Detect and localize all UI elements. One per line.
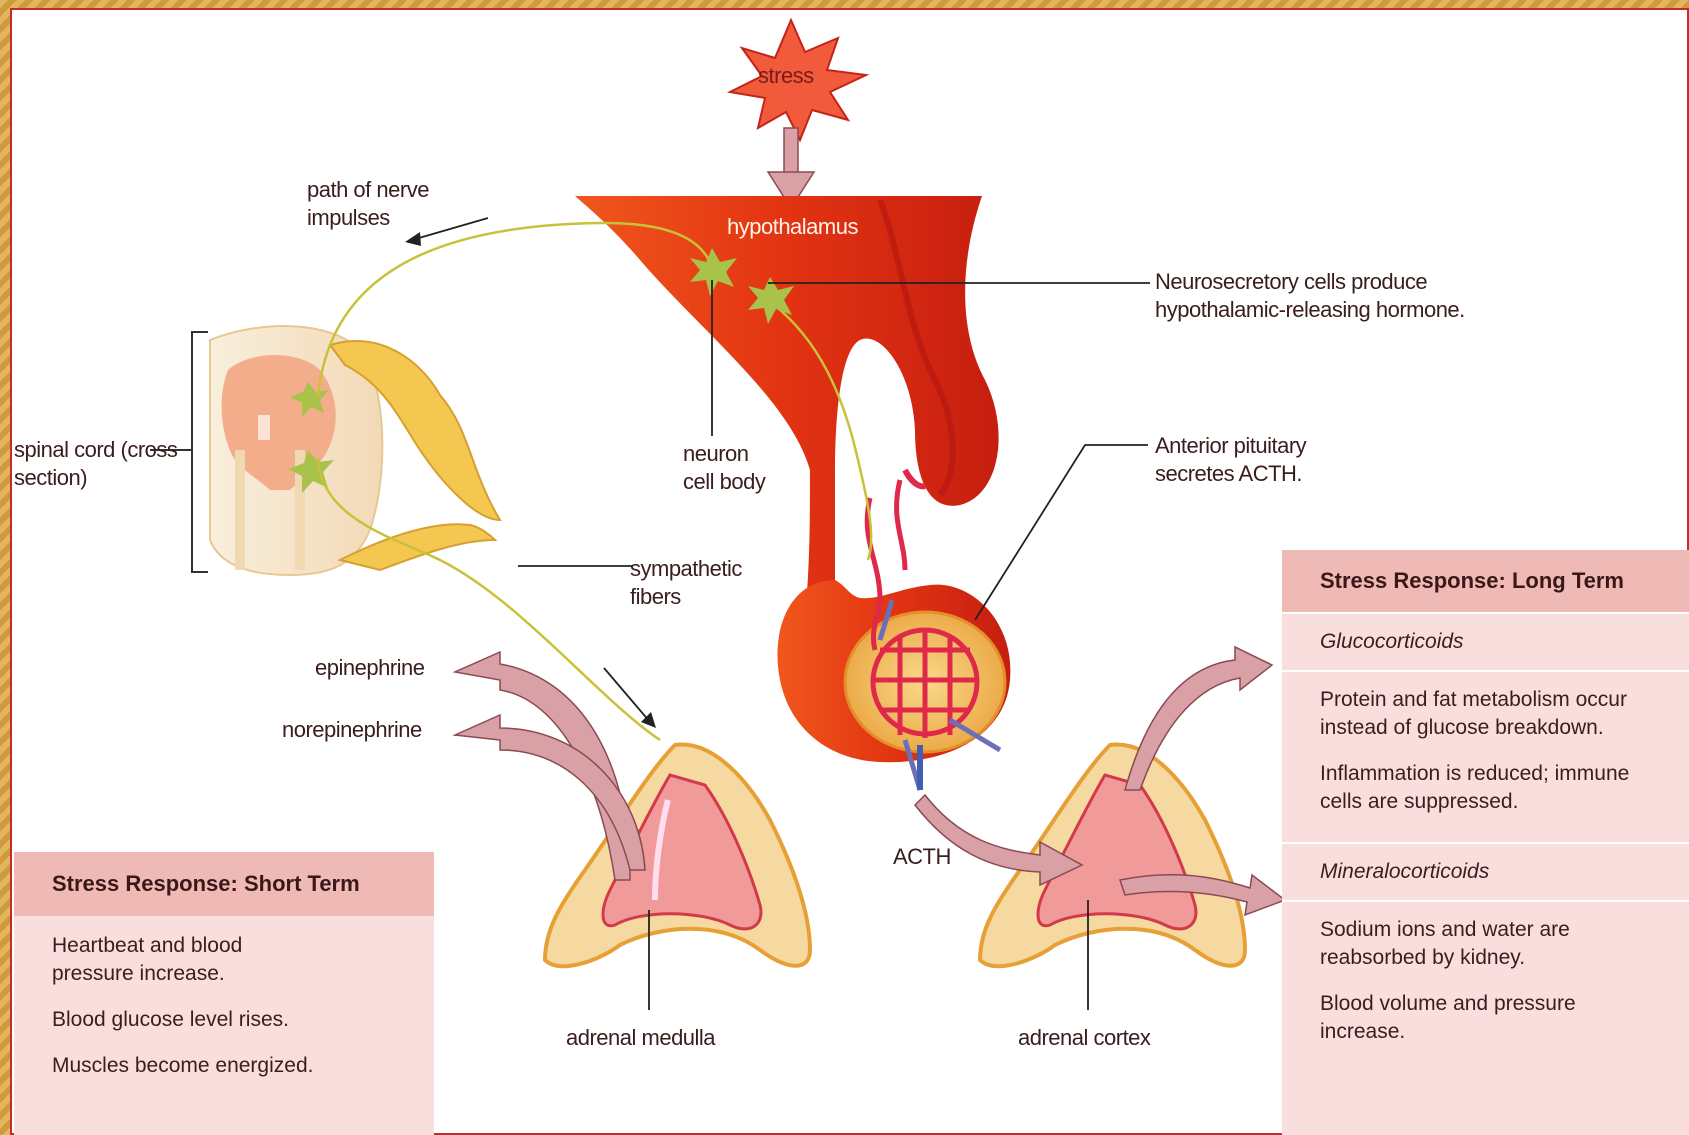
sympathetic-fibers-label: sympathetic fibers (630, 555, 770, 611)
gluco-item: Inflammation is reduced; immune cells ar… (1320, 760, 1660, 816)
path-nerve-label: path of nerve impulses (307, 176, 457, 232)
epinephrine-label: epinephrine (315, 654, 424, 682)
mineral-item: Blood volume and pressure increase. (1320, 990, 1640, 1046)
stress-label: stress (758, 62, 814, 90)
neurosecretory-label: Neurosecretory cells produce hypothalami… (1155, 268, 1475, 324)
glucocorticoids-heading: Glucocorticoids (1282, 612, 1689, 670)
norepinephrine-label: norepinephrine (282, 716, 422, 744)
adrenal-medulla-label: adrenal medulla (566, 1024, 715, 1052)
mineralocorticoids-heading: Mineralocorticoids (1282, 842, 1689, 900)
short-term-item: Muscles become energized. (52, 1052, 396, 1080)
long-term-panel: Stress Response: Long Term Glucocorticoi… (1282, 550, 1689, 1135)
short-term-item: Heartbeat and blood pressure increase. (52, 932, 312, 988)
hypothalamus-label: hypothalamus (727, 213, 858, 241)
spinal-cord-label: spinal cord (cross section) (14, 436, 179, 492)
anterior-pituitary-label: Anterior pituitary secretes ACTH. (1155, 432, 1345, 488)
gluco-item: Protein and fat metabolism occur instead… (1320, 686, 1680, 742)
short-term-title: Stress Response: Short Term (14, 852, 434, 916)
acth-label: ACTH (893, 843, 951, 871)
long-term-title: Stress Response: Long Term (1282, 550, 1689, 612)
adrenal-cortex-label: adrenal cortex (1018, 1024, 1150, 1052)
mineral-item: Sodium ions and water are reabsorbed by … (1320, 916, 1640, 972)
short-term-item: Blood glucose level rises. (52, 1006, 396, 1034)
neuron-cell-body-label: neuron cell body (683, 440, 783, 496)
short-term-panel: Stress Response: Short Term Heartbeat an… (14, 852, 434, 1135)
